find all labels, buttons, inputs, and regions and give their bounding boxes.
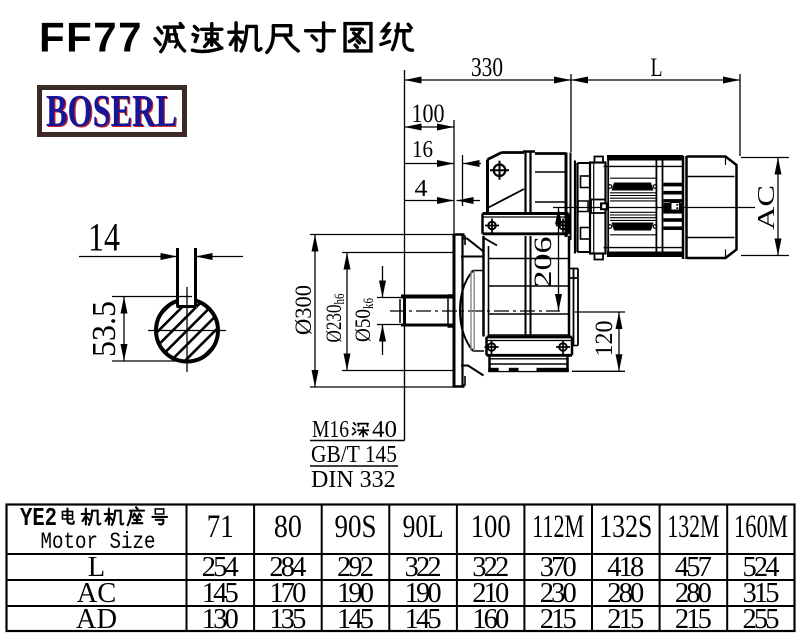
svg-text:292: 292 — [337, 552, 374, 583]
svg-text:145: 145 — [337, 604, 374, 633]
svg-text:457: 457 — [675, 552, 712, 583]
svg-text:130: 130 — [202, 604, 239, 633]
svg-text:210: 210 — [472, 578, 509, 609]
svg-text:L: L — [88, 552, 105, 583]
svg-text:GB/T 145: GB/T 145 — [311, 442, 397, 468]
svg-text:524: 524 — [743, 552, 780, 583]
svg-text:100: 100 — [412, 99, 445, 128]
svg-text:322: 322 — [472, 552, 509, 583]
svg-text:284: 284 — [269, 552, 306, 583]
svg-text:M16: M16 — [312, 417, 349, 443]
svg-text:215: 215 — [675, 604, 712, 633]
svg-text:132S: 132S — [599, 509, 652, 545]
svg-text:190: 190 — [337, 578, 374, 609]
svg-text:Ø230h6: Ø230h6 — [321, 293, 348, 342]
svg-text:100: 100 — [471, 509, 511, 545]
svg-text:80: 80 — [274, 509, 302, 545]
svg-text:40: 40 — [372, 417, 397, 443]
svg-text:120: 120 — [591, 321, 618, 357]
svg-text:BOSERL: BOSERL — [46, 86, 177, 136]
svg-text:206: 206 — [530, 237, 557, 288]
svg-text:AC: AC — [77, 578, 117, 609]
svg-text:145: 145 — [405, 604, 442, 633]
svg-text:255: 255 — [743, 604, 780, 633]
svg-text:280: 280 — [607, 578, 644, 609]
svg-text:132M: 132M — [667, 509, 719, 545]
svg-text:FF77: FF77 — [39, 14, 143, 61]
svg-text:Ø300: Ø300 — [291, 285, 316, 335]
svg-text:160: 160 — [472, 604, 509, 633]
svg-text:Ø50k6: Ø50k6 — [350, 298, 377, 342]
svg-text:190: 190 — [405, 578, 442, 609]
svg-text:AC: AC — [754, 185, 780, 230]
svg-text:330: 330 — [471, 52, 503, 82]
svg-text:215: 215 — [607, 604, 644, 633]
svg-text:112M: 112M — [532, 509, 584, 545]
svg-text:90S: 90S — [335, 509, 377, 545]
svg-text:L: L — [651, 53, 663, 82]
svg-text:14: 14 — [88, 215, 120, 260]
svg-text:170: 170 — [269, 578, 306, 609]
svg-text:Motor Size: Motor Size — [41, 529, 156, 555]
svg-text:215: 215 — [540, 604, 577, 633]
svg-text:BOSERL: BOSERL — [47, 87, 178, 137]
svg-text:AD: AD — [76, 604, 117, 633]
svg-text:418: 418 — [607, 552, 644, 583]
svg-text:280: 280 — [675, 578, 712, 609]
svg-text:230: 230 — [540, 578, 577, 609]
svg-text:DIN 332: DIN 332 — [311, 467, 396, 493]
svg-text:135: 135 — [269, 604, 306, 633]
svg-text:160M: 160M — [734, 509, 788, 545]
svg-text:16: 16 — [412, 137, 433, 163]
svg-text:4: 4 — [415, 176, 428, 202]
svg-text:254: 254 — [202, 552, 239, 583]
svg-text:YE2: YE2 — [20, 503, 57, 533]
svg-text:53.5: 53.5 — [86, 301, 123, 357]
svg-text:322: 322 — [405, 552, 442, 583]
svg-text:315: 315 — [743, 578, 780, 609]
svg-text:71: 71 — [207, 509, 234, 545]
svg-text:90L: 90L — [403, 509, 444, 545]
svg-text:145: 145 — [202, 578, 239, 609]
svg-text:370: 370 — [540, 552, 577, 583]
